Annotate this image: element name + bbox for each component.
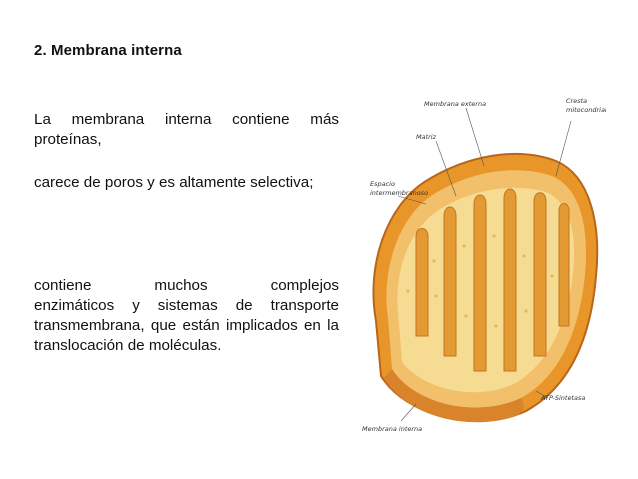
paragraph-3-first-line: contiene muchos complejos [34, 276, 339, 296]
paragraph-3-word-3: complejos [270, 277, 339, 294]
crista-1 [415, 228, 429, 337]
paragraph-3: contiene muchos complejos enzimáticos y … [34, 276, 339, 356]
crista-4 [503, 188, 517, 372]
leader-lines [397, 107, 572, 422]
crista-6 [558, 203, 570, 327]
crista-2 [443, 206, 457, 357]
matrix-granules [406, 234, 554, 328]
paragraph-2: carece de poros y es altamente selectiva… [34, 174, 314, 191]
label-crest-line2: mitocondrial [566, 106, 606, 114]
paragraph-3-word-2: muchos [154, 277, 208, 294]
paragraph-3-rest: enzimáticos y sistemas de transporte tra… [34, 297, 339, 354]
label-matrix: Matriz [416, 133, 437, 141]
mitochondria-illustration: Membrana externa Cresta mitocondrial Mat… [362, 97, 606, 433]
label-outer-membrane: Membrana externa [424, 100, 486, 108]
slide-title: 2. Membrana interna [34, 42, 182, 59]
label-space-line2: intermembranoso [370, 189, 428, 197]
mitochondria-figure: Membrana externa Cresta mitocondrial Mat… [356, 86, 606, 441]
cristae-group [415, 188, 570, 372]
crista-3 [473, 194, 487, 372]
label-space-line1: Espacio [370, 180, 395, 188]
label-atp-synthase: ATP-Sintetasa [540, 394, 585, 402]
paragraph-3-word-1: contiene [34, 277, 92, 294]
crista-5 [533, 192, 547, 357]
label-crest-line1: Cresta [566, 97, 587, 105]
label-inner-membrane: Membrana interna [362, 425, 422, 433]
paragraph-1: La membrana interna contiene más proteín… [34, 111, 339, 148]
cut-face-shape [384, 369, 524, 423]
